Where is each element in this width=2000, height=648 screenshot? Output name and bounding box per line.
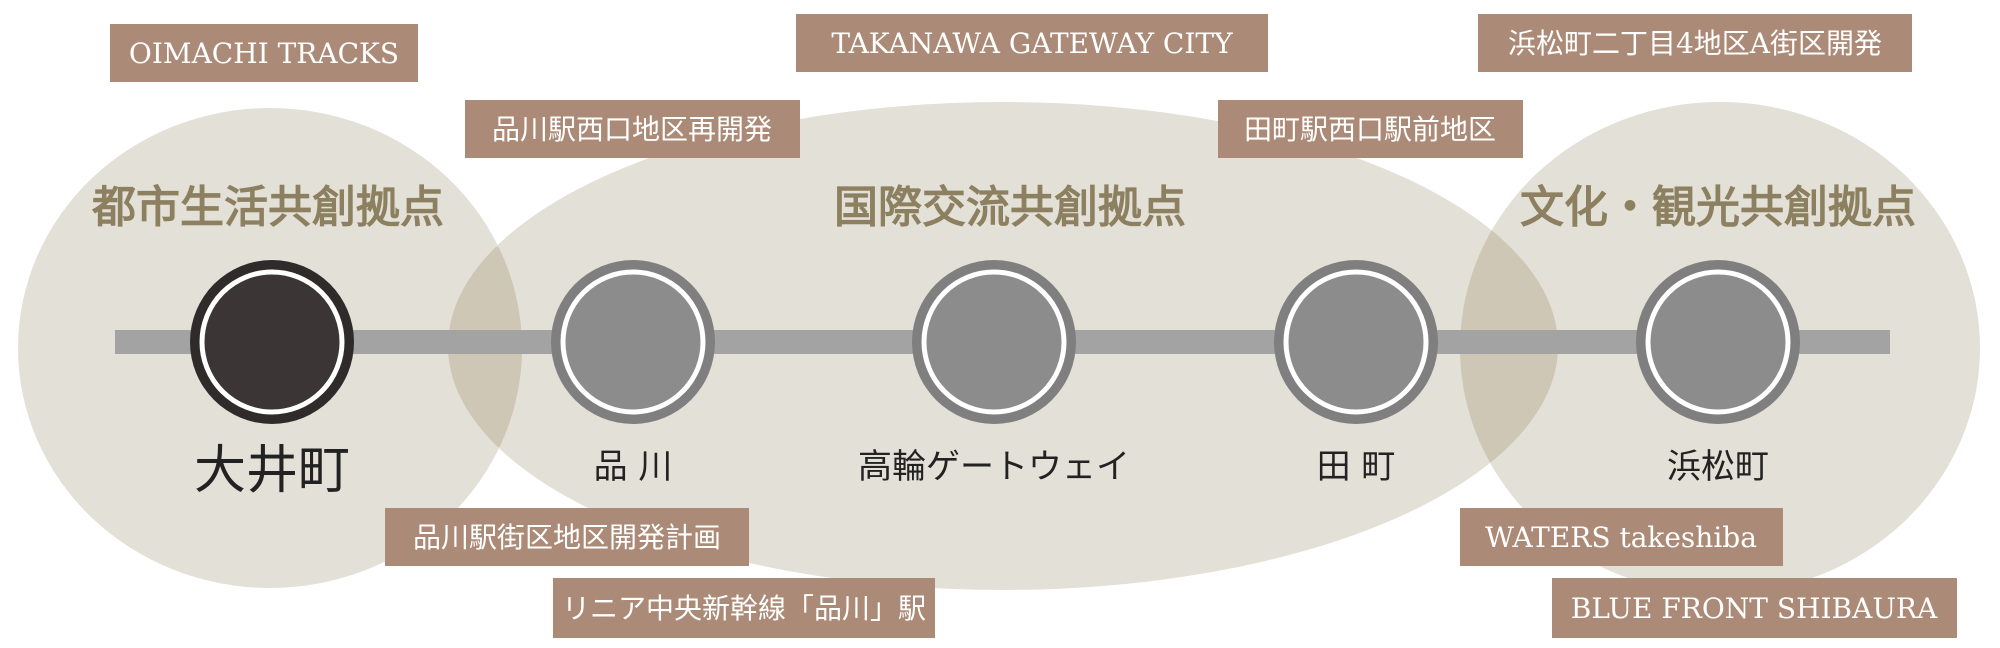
station-marker-inner-tamachi bbox=[1283, 269, 1429, 415]
tag-label-linear-shinagawa: リニア中央新幹線「品川」駅 bbox=[562, 592, 926, 625]
project-tags: OIMACHI TRACKS 品川駅西口地区再開発 TAKANAWA GATEW… bbox=[110, 14, 1957, 638]
zone-label-oimachi: 都市生活共創拠点 bbox=[91, 182, 444, 233]
station-marker-inner-shinagawa bbox=[560, 269, 706, 415]
station-label-tamachi: 田 町 bbox=[1317, 447, 1396, 487]
tag-label-hamamatsucho-2chome: 浜松町二丁目4地区A街区開発 bbox=[1508, 27, 1882, 60]
tag-label-blue-front: BLUE FRONT SHIBAURA bbox=[1571, 592, 1938, 625]
station-marker-inner-hamamatsucho bbox=[1645, 269, 1791, 415]
station-tamachi: 田 町 bbox=[1274, 260, 1438, 487]
station-hamamatsucho: 浜松町 bbox=[1636, 260, 1800, 487]
station-label-shinagawa: 品 川 bbox=[594, 447, 673, 487]
tag-tamachi-west: 田町駅西口駅前地区 bbox=[1218, 100, 1523, 158]
stations: 大井町 品 川 高輪ゲートウェイ 田 町 浜松町 bbox=[190, 260, 1800, 501]
tag-hamamatsucho-2chome: 浜松町二丁目4地区A街区開発 bbox=[1478, 14, 1912, 72]
tag-waters-takeshiba: WATERS takeshiba bbox=[1460, 508, 1783, 566]
station-takanawa: 高輪ゲートウェイ bbox=[858, 260, 1130, 487]
tag-takanawa-gateway: TAKANAWA GATEWAY CITY bbox=[796, 14, 1268, 72]
station-shinagawa: 品 川 bbox=[551, 260, 715, 487]
station-marker-inner-takanawa bbox=[921, 269, 1067, 415]
tag-oimachi-tracks: OIMACHI TRACKS bbox=[110, 24, 418, 82]
zone-labels: 都市生活共創拠点 国際交流共創拠点 文化・観光共創拠点 bbox=[91, 182, 1916, 233]
station-label-oimachi: 大井町 bbox=[194, 441, 350, 501]
tag-label-oimachi-tracks: OIMACHI TRACKS bbox=[129, 37, 399, 70]
station-label-takanawa: 高輪ゲートウェイ bbox=[858, 447, 1130, 487]
station-marker-inner-oimachi bbox=[199, 269, 345, 415]
station-label-hamamatsucho: 浜松町 bbox=[1667, 447, 1769, 487]
tag-shinagawa-west: 品川駅西口地区再開発 bbox=[465, 100, 800, 158]
tag-shinagawa-block: 品川駅街区地区開発計画 bbox=[385, 508, 749, 566]
tag-label-shinagawa-block: 品川駅街区地区開発計画 bbox=[413, 521, 721, 554]
tag-label-shinagawa-west: 品川駅西口地区再開発 bbox=[492, 113, 772, 146]
tag-label-takanawa-gateway: TAKANAWA GATEWAY CITY bbox=[831, 27, 1233, 60]
zone-label-culture: 文化・観光共創拠点 bbox=[1520, 182, 1916, 233]
tag-blue-front: BLUE FRONT SHIBAURA bbox=[1552, 578, 1957, 638]
station-oimachi: 大井町 bbox=[190, 260, 354, 501]
tag-label-waters-takeshiba: WATERS takeshiba bbox=[1485, 521, 1757, 554]
tag-linear-shinagawa: リニア中央新幹線「品川」駅 bbox=[553, 578, 935, 638]
zone-label-international: 国際交流共創拠点 bbox=[834, 182, 1186, 233]
tag-label-tamachi-west: 田町駅西口駅前地区 bbox=[1244, 113, 1496, 146]
